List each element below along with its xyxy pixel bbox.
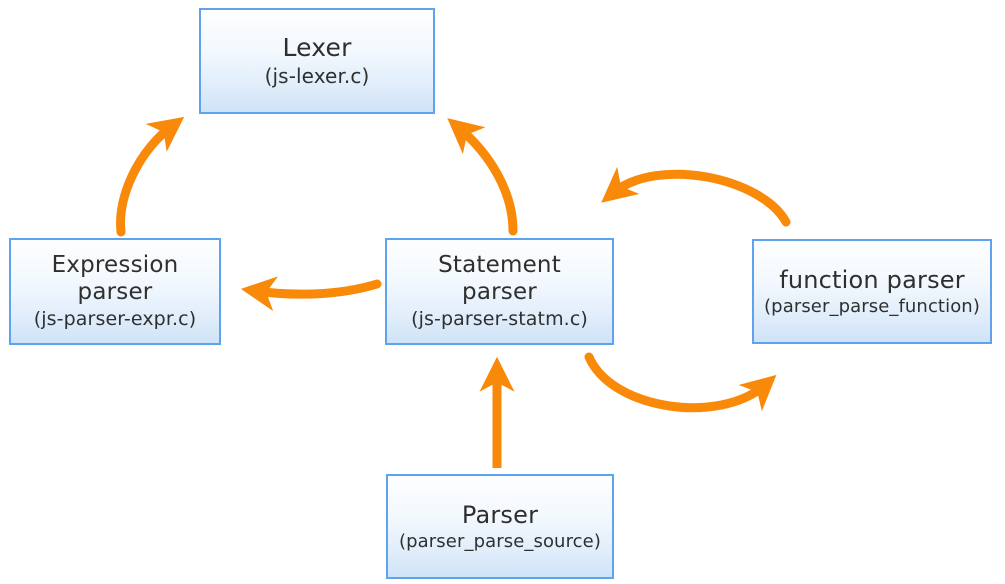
node-statement-parser-title: Statement parser	[438, 252, 561, 306]
node-expression-parser-subtitle: (js-parser-expr.c)	[33, 308, 197, 331]
node-expression-parser-title: Expression parser	[51, 252, 179, 306]
node-statement-parser[interactable]: Statement parser (js-parser-statm.c)	[385, 238, 614, 345]
node-parser[interactable]: Parser (parser_parse_source)	[386, 474, 614, 579]
node-function-parser-subtitle: (parser_parse_function)	[764, 296, 980, 318]
node-parser-subtitle: (parser_parse_source)	[399, 531, 601, 553]
node-lexer-title: Lexer	[282, 33, 352, 63]
edge-function-to-statement	[601, 166, 791, 227]
node-function-parser-title: function parser	[779, 265, 965, 294]
node-lexer-subtitle: (js-lexer.c)	[264, 63, 370, 88]
node-statement-parser-subtitle: (js-parser-statm.c)	[411, 308, 588, 331]
node-function-parser[interactable]: function parser (parser_parse_function)	[752, 239, 992, 344]
node-lexer[interactable]: Lexer (js-lexer.c)	[199, 8, 435, 114]
edge-expression-to-lexer	[116, 116, 185, 237]
node-parser-title: Parser	[461, 500, 539, 529]
edge-statement-to-function	[584, 352, 777, 413]
node-expression-parser[interactable]: Expression parser (js-parser-expr.c)	[9, 238, 221, 345]
edge-statement-to-expression	[240, 276, 382, 312]
edge-statement-to-lexer	[447, 118, 518, 236]
